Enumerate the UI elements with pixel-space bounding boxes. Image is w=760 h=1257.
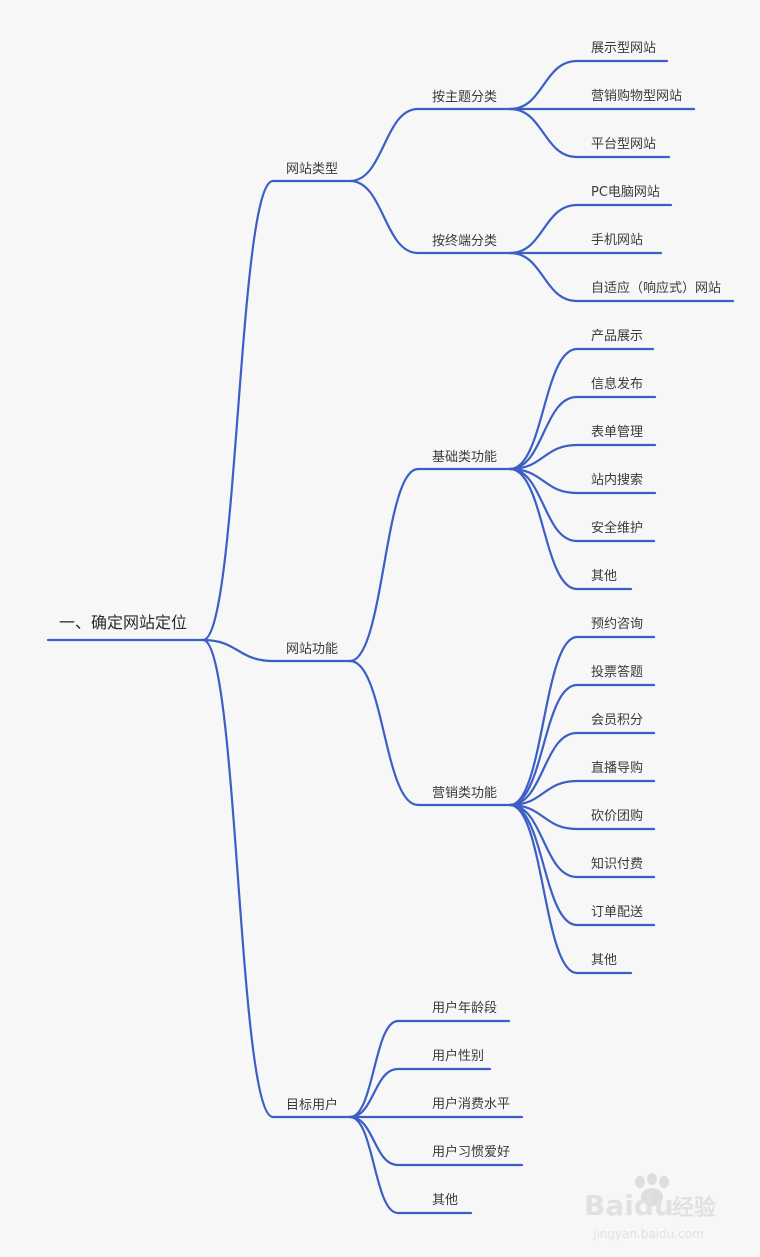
group-to-leaf-link [508, 443, 579, 471]
leaf-node: 其他 [591, 569, 617, 584]
leaf-node: 展示型网站 [591, 41, 656, 56]
leaf-node: 安全维护 [591, 520, 643, 536]
group-node: 基础类功能 [432, 450, 497, 465]
group-to-leaf-link [508, 683, 579, 807]
leaf-node: 其他 [591, 953, 617, 968]
section-node: 目标用户 [286, 1097, 338, 1113]
group-to-leaf-link [508, 803, 579, 831]
leaf-node: 订单配送 [591, 905, 643, 920]
leaf-node: 用户习惯爱好 [432, 1144, 510, 1160]
root-node: 一、确定网站定位 [59, 613, 187, 632]
section-node: 网站功能 [286, 642, 338, 657]
leaf-node: 营销购物型网站 [591, 88, 682, 104]
group-to-leaf-link [508, 467, 579, 495]
leaf-node: 自适应（响应式）网站 [591, 280, 721, 296]
group-to-leaf-link [508, 635, 579, 807]
leaf-node: 投票答题 [591, 664, 643, 680]
group-to-leaf-link [508, 203, 579, 255]
leaf-node: 手机网站 [591, 233, 643, 248]
leaf-node: 用户消费水平 [432, 1096, 510, 1112]
leaf-node: 用户年龄段 [432, 1000, 497, 1016]
leaf-node: 其他 [432, 1193, 458, 1208]
group-to-leaf-link [508, 779, 579, 807]
root-to-section-link [201, 638, 275, 663]
watermark-sub: 经验 [672, 1195, 716, 1221]
section-to-group-link [348, 107, 420, 183]
section-to-group-link [348, 467, 420, 663]
leaf-node: 预约咨询 [591, 617, 643, 632]
leaf-node: 会员积分 [591, 713, 643, 728]
root-to-section-link [201, 638, 275, 1119]
group-to-leaf-link [508, 59, 579, 111]
leaf-node: 用户性别 [432, 1048, 484, 1064]
paw-icon [635, 1173, 669, 1206]
group-to-leaf-link [508, 395, 579, 471]
section-to-leaf-link [348, 1115, 400, 1167]
leaf-node: 表单管理 [591, 425, 643, 440]
group-to-leaf-link [508, 803, 579, 927]
section-to-group-link [348, 659, 420, 807]
leaf-node: 砍价团购 [591, 808, 643, 824]
leaf-node: 信息发布 [591, 376, 643, 392]
section-to-leaf-link [348, 1115, 400, 1215]
group-node: 营销类功能 [432, 786, 497, 801]
baidu-jingyan-watermark: Baidu 经验 jingyan.baidu.com [584, 1173, 716, 1241]
watermark-url: jingyan.baidu.com [592, 1227, 704, 1241]
group-node: 按主题分类 [432, 90, 497, 105]
section-to-leaf-link [348, 1067, 400, 1119]
group-to-leaf-link [508, 347, 579, 471]
mindmap-links [46, 59, 735, 1215]
group-to-leaf-link [508, 251, 579, 303]
group-to-leaf-link [508, 467, 579, 591]
group-to-leaf-link [508, 107, 579, 159]
section-node: 网站类型 [286, 162, 338, 177]
leaf-node: 产品展示 [591, 329, 643, 344]
section-to-leaf-link [348, 1019, 400, 1119]
section-to-group-link [348, 179, 420, 255]
watermark-brand: Baidu [584, 1189, 674, 1222]
group-to-leaf-link [508, 731, 579, 807]
leaf-node: 直播导购 [591, 760, 643, 776]
leaf-node: 站内搜索 [591, 472, 643, 488]
leaf-node: PC电脑网站 [591, 185, 660, 200]
leaf-node: 平台型网站 [591, 137, 656, 152]
group-node: 按终端分类 [432, 233, 497, 249]
leaf-node: 知识付费 [591, 856, 643, 872]
root-to-section-link [201, 179, 275, 642]
group-to-leaf-link [508, 803, 579, 975]
